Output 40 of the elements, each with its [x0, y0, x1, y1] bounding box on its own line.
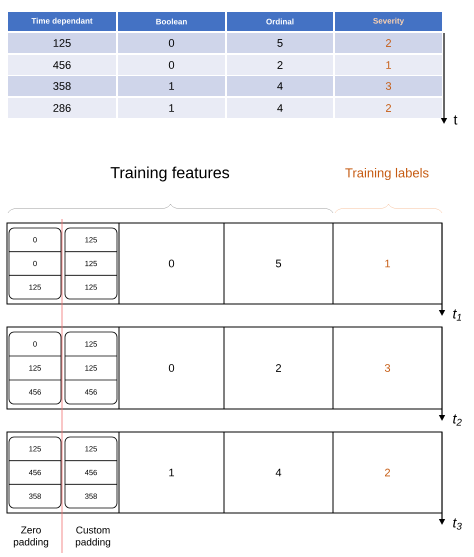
table-cell: 1: [335, 55, 442, 75]
value-cell: 3: [332, 326, 442, 410]
heading: Training labels: [345, 168, 429, 180]
value-cell: 4: [224, 432, 334, 514]
table-cell: 0: [118, 55, 225, 75]
cell-box: [6, 326, 120, 410]
caption: Zero padding: [14, 526, 48, 548]
cell-box: [6, 432, 120, 514]
value-cell: 1: [332, 222, 442, 304]
value-cell: 2: [332, 432, 442, 514]
header-cell: Boolean: [118, 12, 225, 31]
header-cell: Ordinal: [227, 12, 333, 31]
table-cell: 456: [8, 55, 116, 75]
table-cell: 3: [335, 76, 442, 96]
caption: Custom padding: [76, 526, 110, 548]
header-cell: Time dependant: [8, 12, 116, 31]
table-cell: 2: [335, 98, 442, 118]
table-cell: 286: [8, 98, 116, 118]
table-cell: 4: [227, 98, 333, 118]
table-cell: 0: [118, 33, 225, 53]
cell-box: [6, 222, 120, 304]
value-cell: 0: [118, 222, 224, 304]
table-cell: 1: [118, 98, 225, 118]
table-cell: 358: [8, 76, 116, 96]
table-cell: 1: [118, 76, 225, 96]
table-cell: 5: [227, 33, 333, 53]
time-label: t$_{3}$: [453, 518, 462, 530]
value-cell: 2: [224, 326, 334, 410]
table-cell: 4: [227, 76, 333, 96]
value-cell: 5: [224, 222, 334, 304]
heading: Training features: [110, 166, 230, 182]
time-label: t$_{1}$: [453, 309, 462, 321]
value-cell: 1: [118, 432, 224, 514]
value-cell: 0: [118, 326, 224, 410]
table-cell: 2: [227, 55, 333, 75]
table-cell: 125: [8, 33, 116, 53]
header-cell: Severity: [335, 12, 442, 31]
axis-label: t: [454, 115, 458, 125]
time-label: t$_{2}$: [453, 414, 462, 426]
table-cell: 2: [335, 33, 442, 53]
